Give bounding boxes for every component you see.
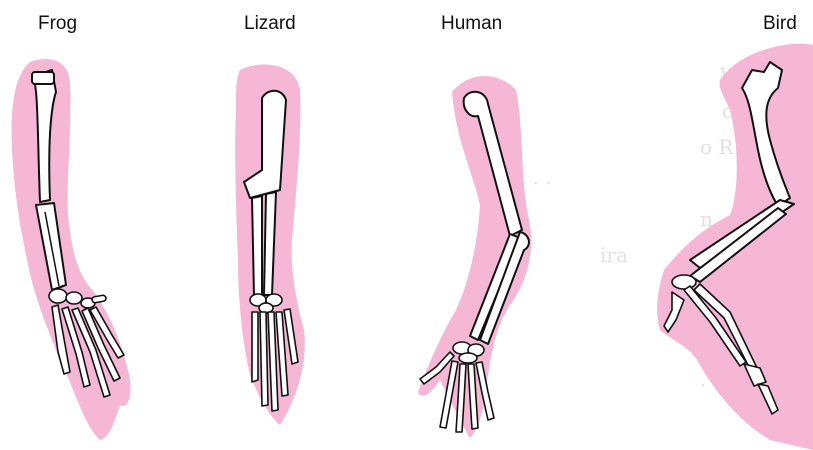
label-human: Human <box>441 13 502 34</box>
frog-flesh-silhouette <box>12 59 131 440</box>
lizard-radius <box>252 196 262 296</box>
svg-text:o R: o R <box>700 135 734 159</box>
label-frog: Frog <box>38 13 77 34</box>
bird-limb <box>657 44 813 450</box>
label-lizard: Lizard <box>244 13 296 34</box>
svg-text:· · ·: · · · <box>520 171 552 195</box>
frog-limb <box>12 59 131 440</box>
label-bird: Bird <box>763 13 797 34</box>
lizard-limb <box>235 65 305 425</box>
svg-text:ira: ira <box>600 243 628 267</box>
human-limb <box>418 76 531 438</box>
frog-humerus-head <box>32 72 54 84</box>
limb-labels: Frog Lizard Human Bird <box>38 13 797 34</box>
